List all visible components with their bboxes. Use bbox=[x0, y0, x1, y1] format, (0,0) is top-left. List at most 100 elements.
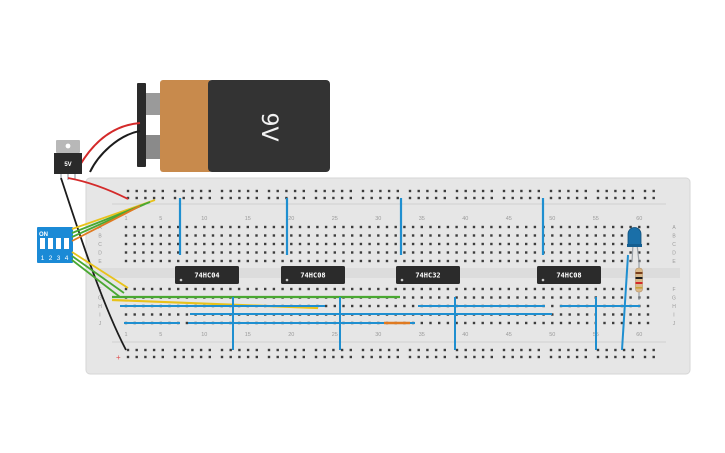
rail-hole[interactable] bbox=[520, 189, 523, 193]
breadboard-hole[interactable] bbox=[594, 287, 597, 291]
breadboard-hole[interactable] bbox=[411, 287, 415, 291]
breadboard-hole[interactable] bbox=[394, 234, 397, 237]
rail-hole[interactable] bbox=[161, 196, 164, 200]
breadboard-hole[interactable] bbox=[411, 225, 415, 229]
breadboard-hole[interactable] bbox=[394, 251, 397, 254]
breadboard-hole[interactable] bbox=[551, 234, 554, 237]
breadboard-hole[interactable] bbox=[333, 259, 336, 263]
breadboard-hole[interactable] bbox=[368, 251, 371, 254]
breadboard-hole[interactable] bbox=[203, 287, 206, 291]
breadboard-hole[interactable] bbox=[525, 234, 528, 237]
breadboard-hole[interactable] bbox=[133, 251, 136, 254]
breadboard-hole[interactable] bbox=[568, 296, 571, 299]
breadboard-hole[interactable] bbox=[464, 242, 467, 246]
breadboard-hole[interactable] bbox=[585, 242, 589, 246]
rail-hole[interactable] bbox=[622, 348, 626, 352]
wire-orange[interactable] bbox=[71, 205, 141, 242]
rail-hole[interactable] bbox=[614, 189, 617, 193]
breadboard-hole[interactable] bbox=[150, 242, 154, 246]
breadboard-hole[interactable] bbox=[420, 296, 423, 299]
rail-hole[interactable] bbox=[293, 355, 297, 359]
rail-hole[interactable] bbox=[622, 189, 626, 193]
breadboard-hole[interactable] bbox=[385, 287, 389, 291]
breadboard-hole[interactable] bbox=[507, 287, 510, 291]
breadboard-hole[interactable] bbox=[168, 242, 171, 246]
wire-black[interactable] bbox=[89, 130, 141, 173]
chip-2[interactable]: 74HC08 bbox=[281, 266, 345, 284]
breadboard-hole[interactable] bbox=[612, 321, 615, 325]
breadboard-hole[interactable] bbox=[246, 242, 249, 246]
dip-toggle-1[interactable] bbox=[40, 238, 45, 249]
rail-hole[interactable] bbox=[596, 355, 600, 359]
breadboard-hole[interactable] bbox=[133, 313, 136, 316]
breadboard-hole[interactable] bbox=[333, 225, 336, 229]
rail-hole[interactable] bbox=[652, 189, 655, 193]
breadboard-hole[interactable] bbox=[472, 259, 476, 263]
breadboard-hole[interactable] bbox=[290, 242, 293, 246]
rail-hole[interactable] bbox=[396, 196, 399, 200]
rail-hole[interactable] bbox=[246, 196, 250, 200]
breadboard-hole[interactable] bbox=[533, 234, 537, 237]
rail-hole[interactable] bbox=[144, 348, 147, 352]
breadboard-hole[interactable] bbox=[620, 259, 624, 263]
breadboard-hole[interactable] bbox=[150, 251, 154, 254]
rail-hole[interactable] bbox=[408, 189, 412, 193]
breadboard-hole[interactable] bbox=[142, 234, 145, 237]
rail-hole[interactable] bbox=[302, 348, 305, 352]
rail-hole[interactable] bbox=[302, 189, 305, 193]
breadboard-hole[interactable] bbox=[455, 251, 458, 254]
breadboard-hole[interactable] bbox=[559, 321, 563, 325]
breadboard-hole[interactable] bbox=[246, 225, 249, 229]
rail-hole[interactable] bbox=[464, 355, 467, 359]
breadboard-hole[interactable] bbox=[150, 259, 154, 263]
breadboard-hole[interactable] bbox=[429, 287, 432, 291]
breadboard-hole[interactable] bbox=[177, 259, 180, 263]
breadboard-hole[interactable] bbox=[481, 259, 484, 263]
rail-hole[interactable] bbox=[528, 189, 532, 193]
breadboard-hole[interactable] bbox=[203, 234, 206, 237]
breadboard-hole[interactable] bbox=[385, 304, 389, 308]
breadboard-hole[interactable] bbox=[490, 225, 493, 229]
breadboard-hole[interactable] bbox=[150, 287, 154, 291]
breadboard-hole[interactable] bbox=[638, 251, 641, 254]
rail-hole[interactable] bbox=[417, 189, 420, 193]
breadboard-hole[interactable] bbox=[124, 242, 128, 246]
breadboard-hole[interactable] bbox=[124, 313, 128, 316]
breadboard-hole[interactable] bbox=[124, 259, 128, 263]
breadboard-hole[interactable] bbox=[316, 259, 319, 263]
rail-hole[interactable] bbox=[255, 189, 258, 193]
rail-hole[interactable] bbox=[387, 189, 391, 193]
rail-hole[interactable] bbox=[408, 196, 412, 200]
breadboard-hole[interactable] bbox=[559, 251, 563, 254]
breadboard-hole[interactable] bbox=[185, 251, 189, 254]
breadboard-hole[interactable] bbox=[498, 251, 502, 254]
rail-hole[interactable] bbox=[144, 355, 147, 359]
breadboard-hole[interactable] bbox=[446, 296, 450, 299]
breadboard-hole[interactable] bbox=[264, 234, 267, 237]
breadboard-hole[interactable] bbox=[472, 242, 476, 246]
breadboard-hole[interactable] bbox=[185, 225, 189, 229]
rail-hole[interactable] bbox=[314, 348, 318, 352]
breadboard-hole[interactable] bbox=[307, 259, 310, 263]
breadboard-hole[interactable] bbox=[438, 321, 441, 325]
chip-3[interactable]: 74HC32 bbox=[396, 266, 460, 284]
rail-hole[interactable] bbox=[126, 355, 130, 359]
rail-hole[interactable] bbox=[387, 348, 391, 352]
breadboard-hole[interactable] bbox=[420, 259, 423, 263]
rail-hole[interactable] bbox=[246, 355, 250, 359]
breadboard-hole[interactable] bbox=[620, 296, 624, 299]
breadboard-hole[interactable] bbox=[577, 313, 580, 316]
rail-hole[interactable] bbox=[455, 348, 459, 352]
breadboard-hole[interactable] bbox=[429, 251, 432, 254]
breadboard-hole[interactable] bbox=[585, 225, 589, 229]
rail-hole[interactable] bbox=[426, 348, 429, 352]
breadboard-hole[interactable] bbox=[472, 225, 476, 229]
breadboard-hole[interactable] bbox=[203, 242, 206, 246]
rail-hole[interactable] bbox=[605, 189, 608, 193]
breadboard-hole[interactable] bbox=[203, 251, 206, 254]
rail-hole[interactable] bbox=[276, 355, 279, 359]
breadboard-hole[interactable] bbox=[368, 287, 371, 291]
breadboard-hole[interactable] bbox=[585, 251, 589, 254]
breadboard-hole[interactable] bbox=[620, 287, 624, 291]
breadboard-hole[interactable] bbox=[429, 234, 432, 237]
